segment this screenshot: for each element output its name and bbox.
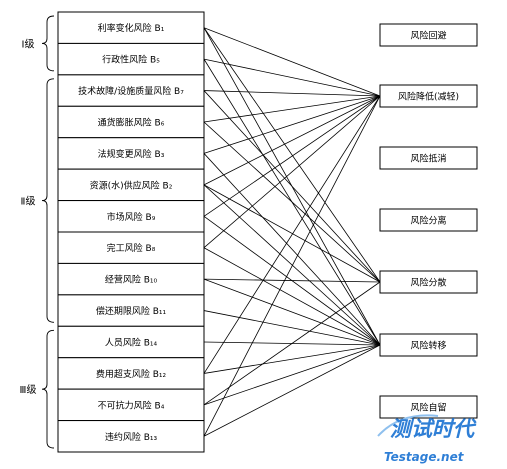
strategy-box-s7: 风险自留 [379,395,478,419]
risk-label: 偿还期限风险 B₁₁ [96,305,167,317]
risk-cell-b4: 不可抗力风险 B₄ [57,388,205,422]
connection-b3-s6 [203,153,381,346]
risk-label: 利率变化风险 B₁ [98,22,165,34]
risk-label: 不可抗力风险 B₄ [98,399,165,411]
strategy-label: 风险自留 [410,402,446,414]
connection-b7-s5 [203,90,381,283]
connection-b10-s5 [203,278,381,283]
strategy-box-s5: 风险分散 [379,270,478,294]
risk-label: 违约风险 B₁₃ [105,431,158,443]
connection-b8-s6 [203,247,381,346]
risk-label: 人员风险 B₁₄ [105,337,158,349]
connection-b2-s6 [203,184,381,346]
level-label-l3: Ⅲ级 [20,384,37,396]
risk-cell-b14: 人员风险 B₁₄ [57,325,205,359]
level-label-l1: Ⅰ级 [22,38,35,50]
risk-cell-b7: 技术故障/设施质量风险 B₇ [57,74,205,107]
strategy-label: 风险分离 [410,215,446,227]
risk-cell-b1: 利率变化风险 B₁ [57,11,205,44]
connection-b1-s2 [203,27,381,97]
risk-cell-b8: 完工风险 B₈ [57,231,205,264]
connection-b8-s2 [203,95,381,249]
level-labels: Ⅰ级 Ⅱ级 Ⅲ级 [20,38,37,396]
brace-l2 [41,78,55,323]
connection-b5-s2 [203,58,381,97]
connection-b1-s5 [203,27,381,283]
risk-cell-b3: 法规变更风险 B₃ [57,137,205,170]
risk-cell-b9: 市场风险 B₉ [57,200,205,233]
strategy-box-s4: 风险分离 [379,208,478,232]
connection-lines [203,27,381,437]
risk-label: 法规变更风险 B₃ [98,148,165,160]
risk-label: 完工风险 B₈ [107,242,156,254]
watermark-domain: Testage.net [384,450,465,464]
strategy-box-s3: 风险抵消 [379,146,478,170]
connection-b6-s2 [203,95,381,123]
risk-cell-b6: 通货膨胀风险 B₆ [57,105,205,139]
risk-label: 技术故障/设施质量风险 B₇ [78,85,184,97]
risk-label: 行政性风险 B₅ [102,54,160,66]
strategy-box-s1: 风险回避 [379,23,478,47]
risk-cell-b11: 偿还期限风险 B₁₁ [57,294,205,327]
strategy-label: 风险分散 [410,277,446,289]
connection-b12-s6 [203,344,381,374]
risk-cell-b5: 行政性风险 B₅ [57,42,205,76]
watermark-title: 测试时代 [390,417,477,441]
strategy-label: 风险转移 [410,340,446,352]
connection-b12-s2 [203,95,381,374]
watermark: 测试时代 Testage.net [377,414,477,464]
connection-b4-s5 [203,281,381,406]
level-braces [41,15,55,449]
risk-cell-b2: 资源(水)供应风险 B₂ [57,168,205,202]
connection-b7-s2 [203,90,381,97]
risk-column: 利率变化风险 B₁ 行政性风险 B₅ 技术故障/设施质量风险 B₇ 通货膨胀风险 B₆… [57,11,205,453]
connection-b2-s2 [203,95,381,186]
connection-b2-s5 [203,184,381,283]
level-label-l2: Ⅱ级 [21,196,36,208]
strategy-box-s2: 风险降低(减轻) [379,84,478,108]
connection-b13-s6 [203,344,381,437]
watermark-arc [377,414,439,437]
connection-b9-s2 [203,95,381,217]
connection-b13-s2 [203,95,381,437]
strategy-label: 风险回避 [410,30,446,42]
strategy-label: 风险抵消 [410,153,446,165]
risk-label: 经营风险 B₁₀ [105,274,158,286]
risk-label: 市场风险 B₉ [107,211,156,223]
brace-l3 [41,329,55,449]
connection-b10-s6 [203,278,381,346]
risk-cell-b13: 违约风险 B₁₃ [57,420,205,453]
brace-l1 [41,15,55,72]
strategy-label: 风险降低(减轻) [398,91,459,103]
risk-label: 通货膨胀风险 B₆ [98,117,165,129]
risk-label: 资源(水)供应风险 B₂ [90,179,173,191]
risk-label: 费用超支风险 B₁₂ [96,368,167,380]
risk-cell-b10: 经营风险 B₁₀ [57,262,205,296]
connection-b11-s6 [203,310,381,346]
connection-b4-s6 [203,344,381,406]
risk-cell-b12: 费用超支风险 B₁₂ [57,357,205,390]
strategy-box-s6: 风险转移 [379,333,478,357]
connection-b6-s5 [203,121,381,283]
connection-b3-s2 [203,95,381,154]
